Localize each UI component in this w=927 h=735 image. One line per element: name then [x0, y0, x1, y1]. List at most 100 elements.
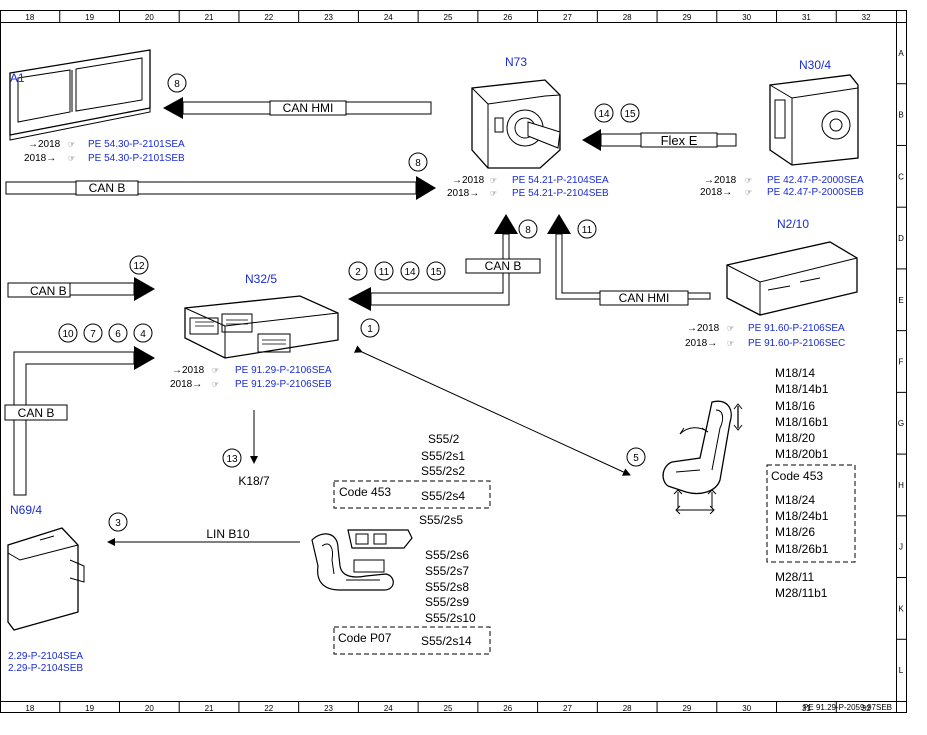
grid-column-label: 32 [862, 704, 871, 713]
n32-5-year-to: →2018 [172, 365, 205, 376]
a1-can-hmi-label: CAN HMI [283, 101, 334, 115]
grid-column-label: 23 [324, 13, 333, 22]
seat-link-circle: 1 [367, 324, 373, 335]
switch-item: S55/2s2 [421, 464, 465, 478]
can-b-top-line [5, 176, 436, 200]
flex-circle-2: 15 [624, 109, 636, 120]
grid-column-label: 30 [742, 704, 751, 713]
switch-item: S55/2s5 [419, 513, 463, 527]
seat-switch-icon [311, 529, 413, 591]
n32-5-ref-2: PE 91.29-P-2106SEB [235, 379, 332, 390]
motor-item: M18/24 [775, 493, 815, 507]
grid-column-label: 24 [384, 704, 393, 713]
grid-frame [0, 10, 907, 713]
book-icon: ☞ [727, 339, 734, 348]
grid-column-label: 22 [264, 704, 273, 713]
left-group-circles [58, 323, 153, 343]
can-b-left2-label: CAN B [18, 406, 55, 420]
grid-row-label: F [899, 358, 904, 367]
a1-year-to: →2018 [28, 139, 61, 150]
n30-4-ref-1: PE 42.47-P-2000SEA [767, 175, 864, 186]
seat-icon [662, 400, 743, 515]
switch-list [333, 480, 491, 655]
n73-year-from: 2018→ [447, 188, 479, 199]
n32-in-circles [348, 261, 446, 281]
n30-4-device [769, 74, 859, 166]
book-icon: ☞ [212, 380, 219, 389]
n2-10-label: N2/10 [777, 217, 809, 231]
motor-item: M18/20b1 [775, 447, 829, 461]
grid-column-label: 20 [145, 704, 154, 713]
grid-row-label: A [898, 49, 904, 58]
lin-circle: 3 [115, 518, 121, 529]
n32-5-device [184, 295, 339, 359]
book-icon: ☞ [745, 188, 752, 197]
left-circle-1: 10 [62, 329, 74, 340]
grid-column-label: 28 [623, 13, 632, 22]
n2-10-device [726, 241, 858, 316]
motor-list [766, 464, 856, 563]
grid-column-label: 30 [742, 13, 751, 22]
n69-4-label: N69/4 [10, 503, 42, 517]
n73-ref-2: PE 54.21-P-2104SEB [512, 188, 609, 199]
n73-label: N73 [505, 55, 527, 69]
can12-circle: 12 [133, 261, 145, 272]
n32-in-circle-4: 15 [430, 267, 442, 278]
grid-column-label: 19 [85, 704, 94, 713]
grid-column-label: 28 [623, 704, 632, 713]
grid-column-label: 18 [25, 13, 34, 22]
grid-column-label: 31 [802, 13, 811, 22]
a1-ref-2: PE 54.30-P-2101SEB [88, 153, 185, 164]
a1-year-from: 2018→ [24, 153, 56, 164]
n73-ref-1: PE 54.21-P-2104SEA [512, 175, 609, 186]
grid-column-label: 24 [384, 13, 393, 22]
k18-circle: 13 [226, 454, 238, 465]
book-icon: ☞ [727, 324, 734, 333]
seat-right-circle: 5 [633, 453, 639, 464]
switch-item: S55/2s9 [425, 595, 469, 609]
book-icon: ☞ [745, 176, 752, 185]
book-icon: ☞ [68, 154, 75, 163]
motor-item: M18/24b1 [775, 509, 829, 523]
flex-e-label: Flex E [661, 133, 698, 148]
n32-5-label: N32/5 [245, 272, 277, 286]
motor-item: M18/16b1 [775, 415, 829, 429]
n30-4-year-from: 2018→ [700, 187, 732, 198]
grid-row-label: L [899, 666, 904, 675]
grid-row-label: H [898, 481, 904, 490]
footer-ref: PE 91.29-P-2059-97SEB [803, 703, 892, 712]
switch-item: S55/2s14 [421, 634, 472, 648]
seat-link-line [353, 345, 631, 476]
can-b-n73-label: CAN B [485, 259, 522, 273]
n69-4-ref-2: 2.29-P-2104SEB [8, 663, 83, 674]
n2-in-circle: 11 [582, 225, 593, 236]
motor-item: M18/14b1 [775, 382, 829, 396]
grid-row-label: D [898, 234, 904, 243]
grid-column-label: 31 [802, 704, 811, 713]
switch-item: S55/2s10 [425, 611, 476, 625]
book-icon: ☞ [490, 176, 497, 185]
can-hmi-n2-route [547, 214, 711, 306]
motor-item: M18/26 [775, 525, 815, 539]
switch-code-label: Code 453 [339, 485, 391, 499]
motor-item: M18/26b1 [775, 542, 829, 556]
n2-10-year-to: →2018 [687, 323, 720, 334]
motor-code-label: Code 453 [771, 469, 823, 483]
lin-b10-label: LIN B10 [206, 527, 250, 541]
n69-4-device [7, 527, 85, 631]
switch-item: S55/2s4 [421, 489, 465, 503]
k18-7-label: K18/7 [238, 474, 270, 488]
grid-column-label: 26 [503, 13, 512, 22]
grid-column-label: 19 [85, 13, 94, 22]
book-icon: ☞ [68, 140, 75, 149]
n73-in-circle: 8 [525, 225, 531, 236]
motor-item: M18/16 [775, 399, 815, 413]
grid-row-label: G [898, 419, 904, 428]
can-b-n73-route [348, 214, 541, 311]
motor-item: M18/20 [775, 431, 815, 445]
flex-circle-1: 14 [598, 109, 610, 120]
can-b-left-label: CAN B [30, 284, 67, 298]
